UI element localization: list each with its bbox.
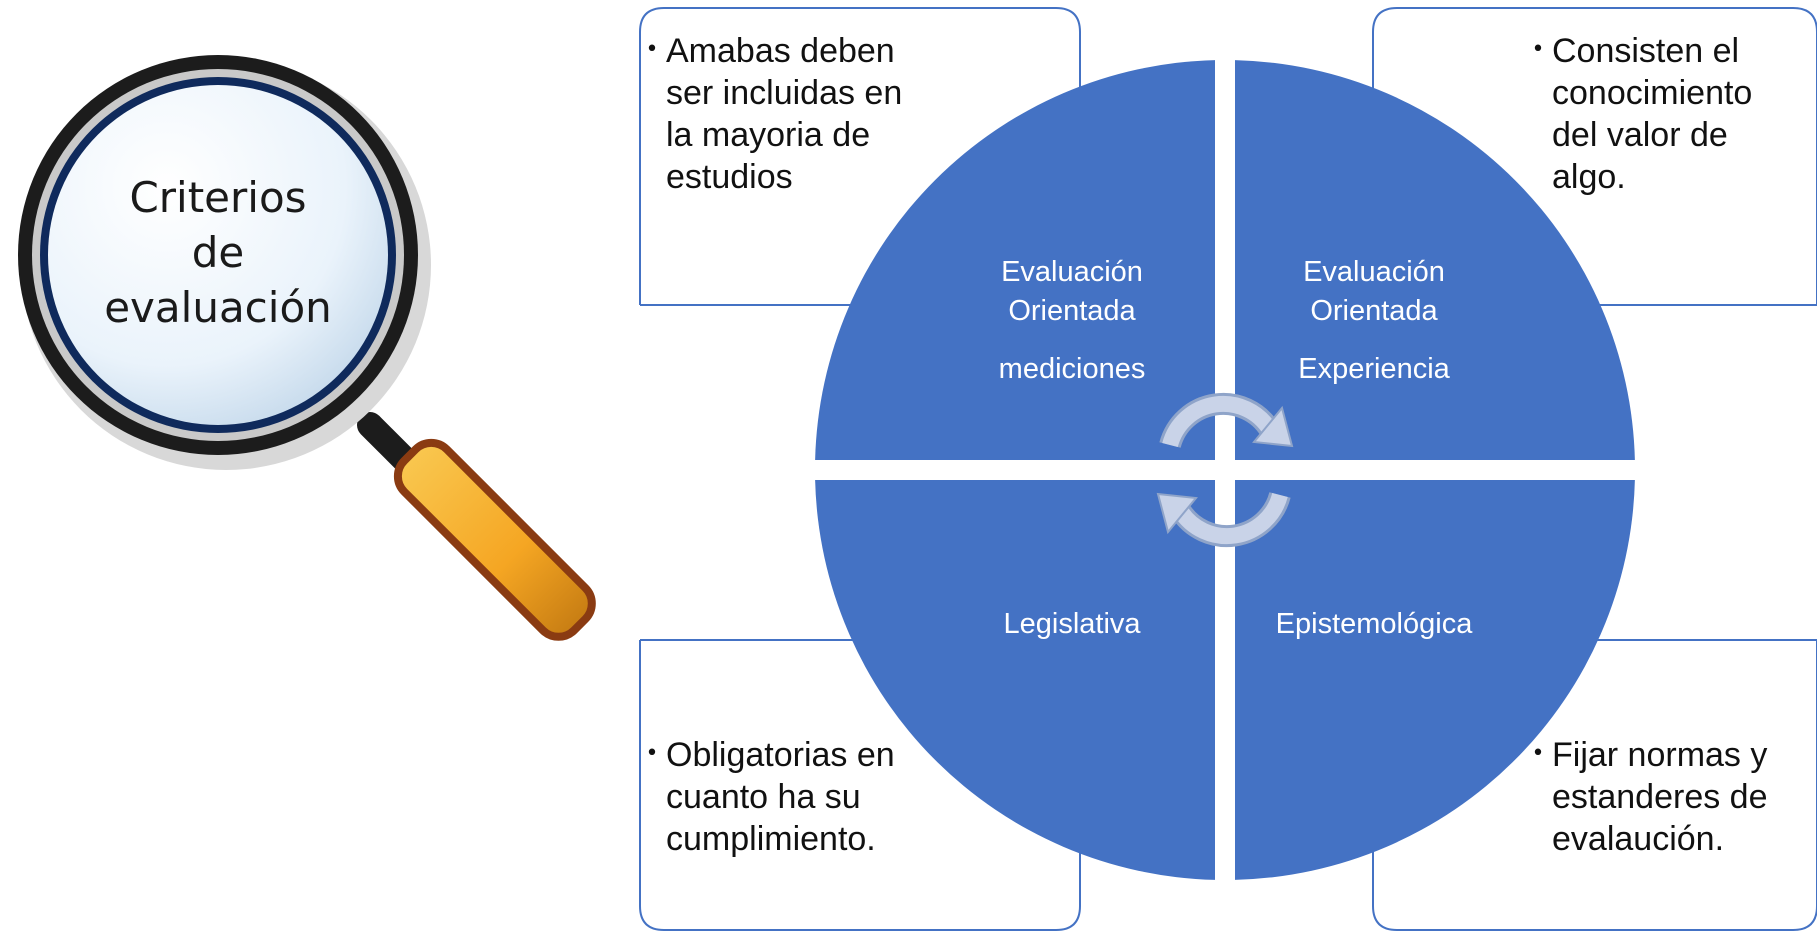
box-text-line: la mayoria de bbox=[666, 116, 870, 154]
box-text-line: conocimiento bbox=[1552, 74, 1752, 112]
box-text-line: evalaución. bbox=[1552, 820, 1724, 858]
bullet-icon: • bbox=[1532, 37, 1545, 62]
bullet-icon: • bbox=[646, 741, 659, 766]
box-bottom-left bbox=[639, 640, 1081, 931]
box-text-line: estudios bbox=[666, 158, 793, 196]
box-text-line: Fijar normas y bbox=[1552, 736, 1767, 774]
box-text-line: Obligatorias en bbox=[666, 736, 895, 774]
box-text-line: Consisten el bbox=[1552, 32, 1739, 70]
magnifier-label-line: evaluación bbox=[104, 283, 332, 332]
box-text-top-left: • Amabas deben ser incluidas en la mayoria … bbox=[646, 32, 903, 196]
box-text-line: algo. bbox=[1552, 158, 1626, 196]
box-text-line: Amabas deben bbox=[666, 32, 895, 70]
quadrant-label-line: Evaluación bbox=[1001, 256, 1143, 288]
quadrant-bottom-left bbox=[815, 480, 1215, 880]
quadrant-label-line: Orientada bbox=[1008, 295, 1136, 327]
box-text-line: del valor de bbox=[1552, 116, 1728, 154]
box-top-left bbox=[639, 7, 1081, 305]
quadrant-top-left bbox=[815, 60, 1215, 461]
box-top-right bbox=[1372, 7, 1817, 305]
quadrant-label-line: Epistemológica bbox=[1276, 608, 1474, 640]
bullet-icon: • bbox=[646, 37, 659, 62]
quadrant-top-right bbox=[1235, 60, 1635, 461]
quadrant-label-line: Evaluación bbox=[1303, 256, 1445, 288]
box-text-line: cuanto ha su bbox=[666, 778, 861, 816]
circular-arrows-icon bbox=[1156, 392, 1294, 548]
quadrant-bottom-right bbox=[1235, 480, 1635, 880]
quadrant-label-bottom-left: Legislativa bbox=[1003, 608, 1141, 640]
magnifying-glass-icon: Criterios de evaluación bbox=[18, 55, 596, 641]
arrow-head-top bbox=[1252, 405, 1294, 448]
quadrant-label-line: mediciones bbox=[999, 353, 1146, 385]
bullet-icon: • bbox=[1532, 741, 1545, 766]
quadrant-label-line: Legislativa bbox=[1003, 608, 1141, 640]
box-bottom-right bbox=[1372, 640, 1817, 931]
box-text-line: cumplimiento. bbox=[666, 820, 876, 858]
magnifier-label-line: de bbox=[192, 228, 245, 277]
box-text-bottom-right: • Fijar normas y estanderes de evalaución. bbox=[1532, 736, 1768, 858]
box-text-line: ser incluidas en bbox=[666, 74, 902, 112]
magnifier-handle bbox=[393, 438, 596, 641]
box-text-line: estanderes de bbox=[1552, 778, 1768, 816]
arrow-head-bottom bbox=[1156, 492, 1198, 535]
magnifier-lens bbox=[48, 85, 388, 425]
box-text-top-right: • Consisten el conocimiento del valor de alg… bbox=[1532, 32, 1753, 196]
magnifier-label: Criterios de evaluación bbox=[104, 173, 332, 332]
box-text-bottom-left: • Obligatorias en cuanto ha su cumplimiento… bbox=[646, 736, 895, 858]
magnifier-label-line: Criterios bbox=[129, 173, 306, 222]
quadrant-label-line: Experiencia bbox=[1298, 353, 1450, 385]
quadrant-label-line: Orientada bbox=[1310, 295, 1438, 327]
quadrant-label-bottom-right: Epistemológica bbox=[1276, 608, 1474, 640]
